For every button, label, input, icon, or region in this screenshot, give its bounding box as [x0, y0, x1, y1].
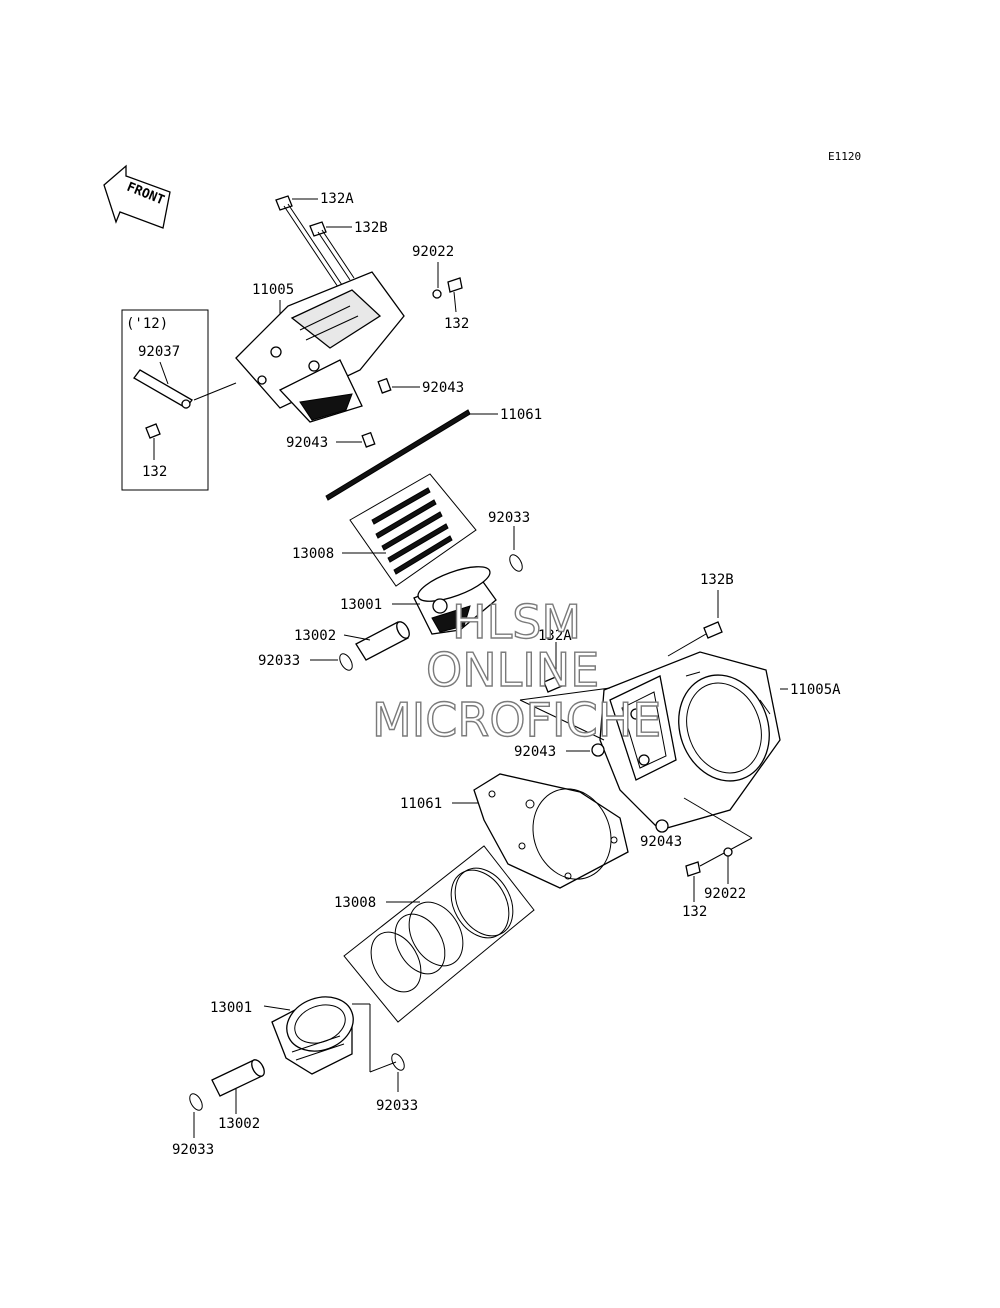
rings-13008-lower	[343, 845, 535, 1023]
dowel-92043-lower-b	[655, 819, 669, 833]
watermark-line-1: HLSM	[452, 595, 581, 649]
label-13008-lower: 13008	[334, 895, 376, 911]
bolt-132B-upper	[309, 221, 355, 281]
inset-label-92037: 92037	[138, 344, 180, 360]
label-132B-lower: 132B	[700, 572, 734, 588]
watermark: HLSM ONLINE MICROFICHE	[371, 594, 662, 747]
cylinder-11005	[235, 271, 405, 423]
label-92022-lower: 92022	[704, 886, 746, 902]
diagram-code: E1120	[828, 150, 861, 163]
label-92043-upper-a: 92043	[422, 380, 464, 396]
label-11061-upper: 11061	[500, 407, 542, 423]
label-132-upper: 132	[444, 316, 469, 332]
rings-13008-upper	[349, 473, 477, 587]
label-92043-upper-b: 92043	[286, 435, 328, 451]
label-92033-lower-b: 92033	[172, 1142, 214, 1158]
piston-13001-upper	[413, 566, 497, 635]
piston-13001-lower	[271, 996, 354, 1075]
inset-note: ('12)	[126, 316, 168, 332]
bolt-132A-upper	[275, 195, 345, 291]
circlip-92033-lower-b	[189, 1093, 203, 1111]
label-11005A: 11005A	[790, 682, 841, 698]
circlip-92033-upper-a	[509, 554, 523, 572]
dowel-92043-lower-a	[591, 743, 605, 757]
bolt-132-upper	[447, 277, 463, 293]
label-13001-lower: 13001	[210, 1000, 252, 1016]
label-13008-upper: 13008	[292, 546, 334, 562]
pin-13002-upper	[355, 621, 410, 661]
cylinder-11005A	[599, 651, 781, 831]
label-132A-upper: 132A	[320, 191, 354, 207]
inset-label-132: 132	[142, 464, 167, 480]
label-13002-lower: 13002	[218, 1116, 260, 1132]
washer-92022-lower	[723, 847, 733, 857]
gasket-11061-lower	[473, 773, 629, 889]
label-132A-lower: 132A	[538, 628, 572, 644]
label-13001-upper: 13001	[340, 597, 382, 613]
label-92033-upper-b: 92033	[258, 653, 300, 669]
label-92033-lower-a: 92033	[376, 1098, 418, 1114]
circlip-92033-lower-a	[391, 1053, 405, 1071]
watermark-line-3: MICROFICHE	[372, 693, 661, 747]
dowel-92043-upper-a	[377, 377, 392, 394]
label-92043-lower-a: 92043	[514, 744, 556, 760]
label-132-lower: 132	[682, 904, 707, 920]
front-arrow-icon: FRONT	[103, 164, 171, 229]
bracket-part	[133, 369, 193, 409]
dowel-92043-upper-b	[361, 431, 376, 448]
label-132B-upper: 132B	[354, 220, 388, 236]
gasket-11061-upper	[325, 409, 471, 501]
small-bolt-part	[145, 423, 161, 439]
label-13002-upper: 13002	[294, 628, 336, 644]
label-92022-upper: 92022	[412, 244, 454, 260]
label-92033-upper-a: 92033	[488, 510, 530, 526]
label-11061-lower: 11061	[400, 796, 442, 812]
bolt-132A-lower	[543, 675, 563, 693]
circlip-92033-upper-b	[339, 653, 353, 671]
label-11005: 11005	[252, 282, 294, 298]
label-92043-lower-b: 92043	[640, 834, 682, 850]
pin-13002-lower	[211, 1059, 265, 1097]
inset-box: ('12) 92037 132	[121, 309, 209, 491]
bolt-132B-lower	[667, 621, 723, 657]
bolt-132-lower	[685, 861, 701, 877]
watermark-line-2: ONLINE	[426, 643, 599, 697]
